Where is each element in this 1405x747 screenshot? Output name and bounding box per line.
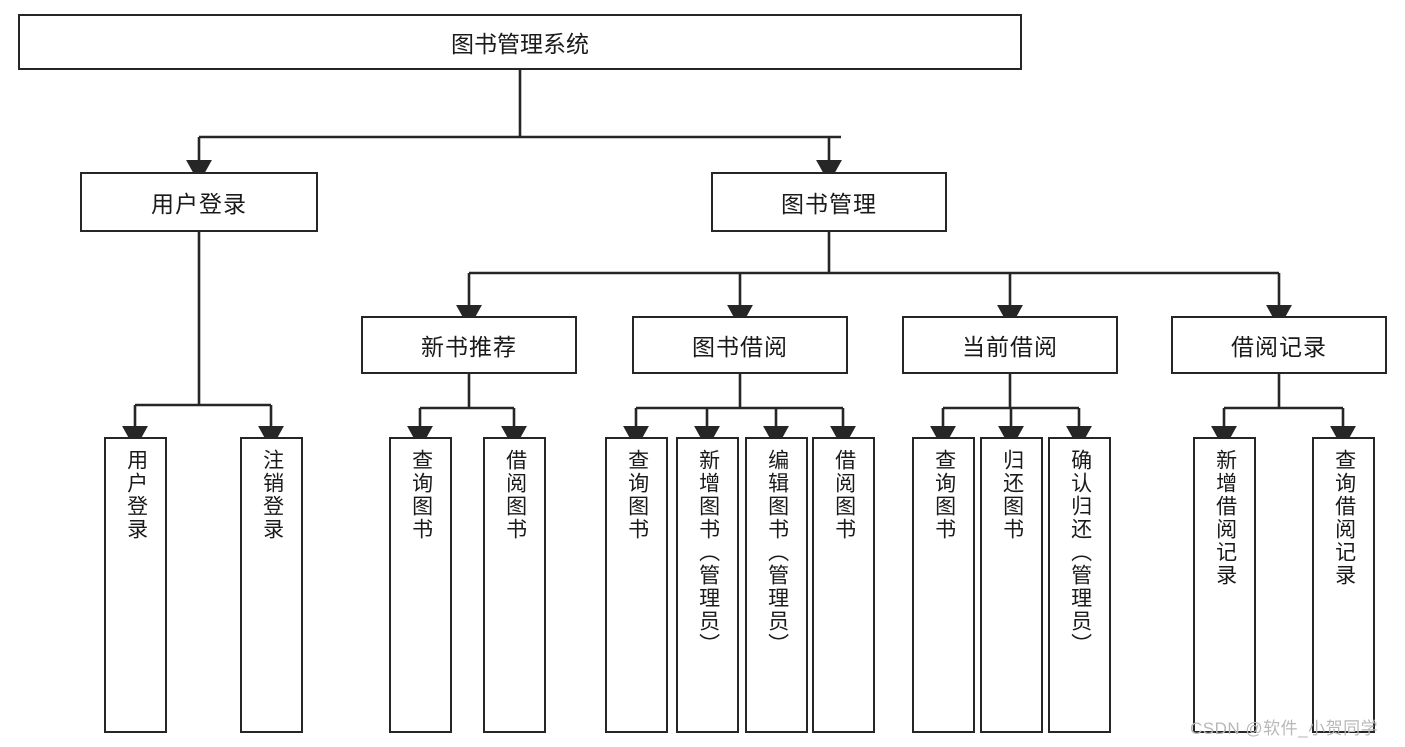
node-borrow-record[interactable]: 借阅记录 xyxy=(1171,316,1387,374)
node-leaf-borrow-book-2-label: 借阅图书 xyxy=(832,449,856,541)
node-book-management-label: 图书管理 xyxy=(781,191,877,217)
node-leaf-return-book[interactable]: 归还图书 xyxy=(980,437,1043,733)
node-book-management[interactable]: 图书管理 xyxy=(711,172,947,232)
node-current-borrow-label: 当前借阅 xyxy=(962,334,1058,360)
node-leaf-add-book-label: 新增图书（管理员） xyxy=(696,449,720,656)
node-book-borrow[interactable]: 图书借阅 xyxy=(632,316,848,374)
csdn-watermark: CSDN @软件_小贺同学 xyxy=(1190,719,1379,738)
node-leaf-query-book-3-label: 查询图书 xyxy=(932,449,956,541)
node-leaf-add-book[interactable]: 新增图书（管理员） xyxy=(676,437,739,733)
node-leaf-return-book-label: 归还图书 xyxy=(1000,449,1024,541)
node-leaf-query-book-2[interactable]: 查询图书 xyxy=(605,437,668,733)
node-leaf-edit-book-label: 编辑图书（管理员） xyxy=(765,449,789,656)
node-leaf-borrow-book-1[interactable]: 借阅图书 xyxy=(483,437,546,733)
node-root[interactable]: 图书管理系统 xyxy=(18,14,1022,70)
node-leaf-edit-book[interactable]: 编辑图书（管理员） xyxy=(745,437,808,733)
node-root-label: 图书管理系统 xyxy=(451,31,589,57)
node-leaf-user-logout-label: 注销登录 xyxy=(260,449,284,541)
node-leaf-user-login[interactable]: 用户登录 xyxy=(104,437,167,733)
node-leaf-user-login-label: 用户登录 xyxy=(124,449,148,541)
node-leaf-query-record-label: 查询借阅记录 xyxy=(1332,449,1356,587)
node-user-login-label: 用户登录 xyxy=(151,191,247,217)
node-leaf-confirm-return[interactable]: 确认归还（管理员） xyxy=(1048,437,1111,733)
node-leaf-query-book-2-label: 查询图书 xyxy=(625,449,649,541)
node-leaf-query-book-3[interactable]: 查询图书 xyxy=(912,437,975,733)
node-leaf-add-record-label: 新增借阅记录 xyxy=(1213,449,1237,587)
node-new-book-recommend-label: 新书推荐 xyxy=(421,334,517,360)
node-leaf-add-record[interactable]: 新增借阅记录 xyxy=(1193,437,1256,733)
node-leaf-borrow-book-2[interactable]: 借阅图书 xyxy=(812,437,875,733)
node-book-borrow-label: 图书借阅 xyxy=(692,334,788,360)
node-leaf-user-logout[interactable]: 注销登录 xyxy=(240,437,303,733)
node-new-book-recommend[interactable]: 新书推荐 xyxy=(361,316,577,374)
node-leaf-query-record[interactable]: 查询借阅记录 xyxy=(1312,437,1375,733)
node-leaf-query-book-1[interactable]: 查询图书 xyxy=(389,437,452,733)
node-user-login[interactable]: 用户登录 xyxy=(80,172,318,232)
node-leaf-borrow-book-1-label: 借阅图书 xyxy=(503,449,527,541)
node-leaf-confirm-return-label: 确认归还（管理员） xyxy=(1068,449,1092,656)
node-current-borrow[interactable]: 当前借阅 xyxy=(902,316,1118,374)
node-leaf-query-book-1-label: 查询图书 xyxy=(409,449,433,541)
node-borrow-record-label: 借阅记录 xyxy=(1231,334,1327,360)
